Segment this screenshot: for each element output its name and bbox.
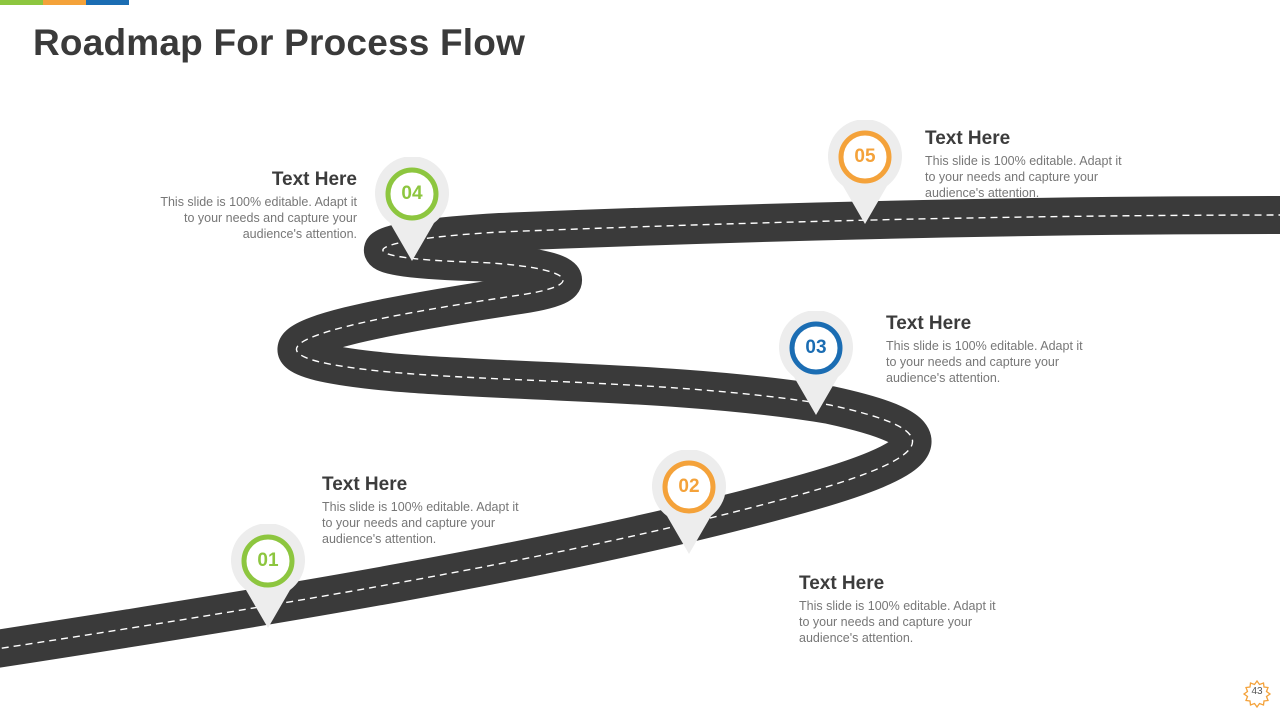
milestone-number: 01 [257, 550, 279, 571]
milestone-text-05: Text Here This slide is 100% editable. A… [925, 128, 1130, 201]
map-pin-icon [652, 450, 726, 554]
milestone-text-04: Text Here This slide is 100% editable. A… [152, 169, 357, 242]
road-lane-marking [0, 214, 1280, 650]
milestone-number: 04 [401, 183, 423, 204]
milestone-text-03: Text Here This slide is 100% editable. A… [886, 313, 1091, 386]
milestone-text-02: Text Here This slide is 100% editable. A… [799, 573, 1004, 646]
milestone-pin-04: 04 [374, 157, 450, 265]
accent-bar [0, 0, 129, 5]
accent-green [0, 0, 43, 5]
milestone-text-01: Text Here This slide is 100% editable. A… [322, 474, 527, 547]
page-number-badge: 43 [1242, 679, 1272, 709]
milestone-number: 02 [678, 476, 700, 497]
accent-blue [86, 0, 129, 5]
map-pin-icon [231, 524, 305, 628]
milestone-pin-01: 01 [230, 524, 306, 632]
milestone-body: This slide is 100% editable. Adapt it to… [160, 195, 357, 241]
milestone-body: This slide is 100% editable. Adapt it to… [886, 339, 1083, 385]
milestone-heading: Text Here [271, 169, 357, 190]
milestone-body: This slide is 100% editable. Adapt it to… [925, 154, 1122, 200]
gear-icon [1242, 679, 1272, 709]
map-pin-icon [375, 157, 449, 261]
page-number: 43 [1251, 686, 1263, 697]
map-pin-icon [828, 120, 902, 224]
accent-orange [43, 0, 86, 5]
milestone-heading: Text Here [886, 313, 972, 334]
milestone-heading: Text Here [925, 128, 1011, 149]
milestone-number: 03 [805, 337, 827, 358]
milestone-heading: Text Here [322, 474, 408, 495]
slide-title: Roadmap For Process Flow [33, 22, 526, 63]
map-pin-icon [779, 311, 853, 415]
milestone-heading: Text Here [799, 573, 885, 594]
milestone-body: This slide is 100% editable. Adapt it to… [322, 500, 519, 546]
milestone-pin-02: 02 [651, 450, 727, 558]
milestone-pin-05: 05 [827, 120, 903, 228]
milestone-number: 05 [854, 146, 876, 167]
road-surface [0, 196, 1280, 668]
milestone-body: This slide is 100% editable. Adapt it to… [799, 599, 996, 645]
milestone-pin-03: 03 [778, 311, 854, 419]
